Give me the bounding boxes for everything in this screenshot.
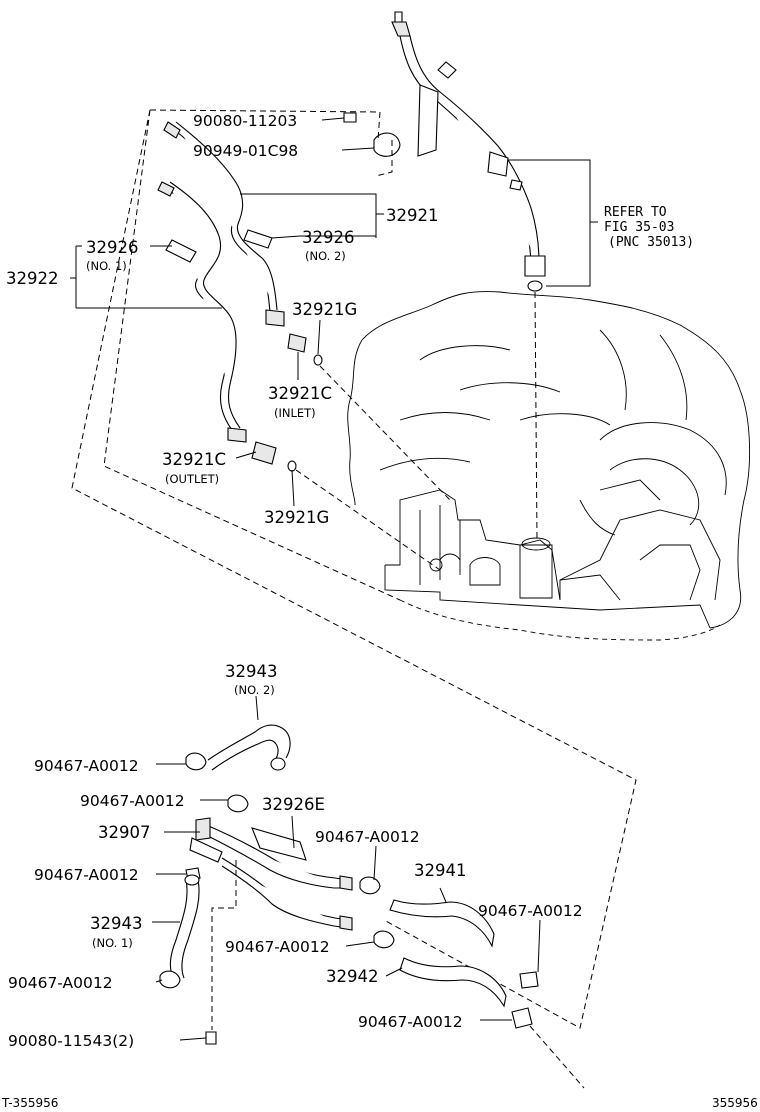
union-32921c-outlet bbox=[251, 441, 277, 465]
gasket-32921g-top bbox=[313, 354, 323, 366]
label-32942: 32942 bbox=[326, 967, 379, 986]
clamp-e bbox=[373, 930, 395, 949]
label-32943-no1-sub: (NO. 1) bbox=[92, 936, 133, 950]
label-refer-line3: (PNC 35013) bbox=[608, 235, 694, 250]
clamp-a bbox=[185, 752, 207, 771]
label-32921c-outlet: 32921C bbox=[162, 450, 226, 469]
label-clamp-b: 90467-A0012 bbox=[80, 792, 185, 810]
label-refer-line2: FIG 35-03 bbox=[604, 220, 674, 235]
inlet-dash bbox=[319, 365, 451, 501]
leader-lines bbox=[70, 117, 598, 1041]
union-32921c-inlet bbox=[287, 333, 307, 353]
guide-top-dash bbox=[375, 111, 393, 177]
bolt-90080-11543 bbox=[205, 1031, 217, 1045]
label-32907: 32907 bbox=[98, 823, 151, 842]
hose-32926-no2 bbox=[243, 229, 273, 249]
hose-32942 bbox=[399, 957, 507, 1008]
label-clamp-a: 90467-A0012 bbox=[34, 757, 139, 775]
clamp-g bbox=[519, 971, 539, 989]
label-clamp-c: 90467-A0012 bbox=[315, 828, 420, 846]
hose-32926-no1 bbox=[165, 239, 197, 263]
footer-right-id: 355956 bbox=[712, 1096, 758, 1110]
label-90949-01c98: 90949-01C98 bbox=[193, 142, 298, 160]
gasket-32921g-bottom bbox=[287, 460, 297, 472]
clamp-90949-01c98 bbox=[373, 132, 401, 157]
label-clamp-f: 90467-A0012 bbox=[225, 938, 330, 956]
label-32926-no1: 32926 bbox=[86, 238, 139, 257]
label-clamp-e: 90467-A0012 bbox=[478, 902, 583, 920]
label-90080-11203: 90080-11203 bbox=[193, 112, 297, 130]
transmission-body bbox=[347, 291, 751, 641]
label-refer-line1: REFER TO bbox=[604, 205, 667, 220]
hose-32943-no2 bbox=[207, 724, 291, 771]
dipstick-tube bbox=[391, 11, 546, 292]
label-32921c-inlet: 32921C bbox=[268, 384, 332, 403]
clamp-f bbox=[159, 970, 181, 989]
label-32926-no2-sub: (NO. 2) bbox=[305, 249, 346, 263]
dipstick-dash bbox=[534, 291, 538, 541]
label-clamp-d: 90467-A0012 bbox=[34, 866, 139, 884]
assembly-boundary bbox=[71, 109, 637, 1029]
cooler-pipe-32921 bbox=[163, 121, 285, 327]
label-32921c-inlet-sub: (INLET) bbox=[274, 406, 316, 420]
label-clamp-h: 90467-A0012 bbox=[358, 1013, 463, 1031]
bracket-32926e bbox=[251, 827, 307, 861]
label-32926-no1-sub: (NO. 1) bbox=[86, 259, 127, 273]
label-32926-no2: 32926 bbox=[302, 228, 355, 247]
label-32922: 32922 bbox=[6, 269, 59, 288]
clamp-d bbox=[359, 876, 381, 895]
lower-guide-dash bbox=[211, 860, 585, 1089]
label-32921g-bottom: 32921G bbox=[264, 508, 329, 527]
label-32926e: 32926E bbox=[262, 795, 325, 814]
hose-32943-no1 bbox=[169, 874, 200, 981]
bolt-90080-11203 bbox=[343, 112, 357, 123]
label-32943-no2: 32943 bbox=[225, 662, 278, 681]
label-32943-no2-sub: (NO. 2) bbox=[234, 683, 275, 697]
label-32941: 32941 bbox=[414, 861, 467, 880]
label-32921c-outlet-sub: (OUTLET) bbox=[165, 472, 219, 486]
clamp-b bbox=[227, 794, 249, 813]
label-32921: 32921 bbox=[386, 206, 439, 225]
hose-32941 bbox=[389, 899, 495, 948]
label-90080-11543: 90080-11543(2) bbox=[8, 1032, 134, 1050]
label-32921g-top: 32921G bbox=[292, 300, 357, 319]
label-32943-no1: 32943 bbox=[90, 914, 143, 933]
footer-left-id: T-355956 bbox=[1, 1096, 58, 1110]
clamp-h bbox=[511, 1007, 533, 1029]
label-clamp-g: 90467-A0012 bbox=[8, 974, 113, 992]
